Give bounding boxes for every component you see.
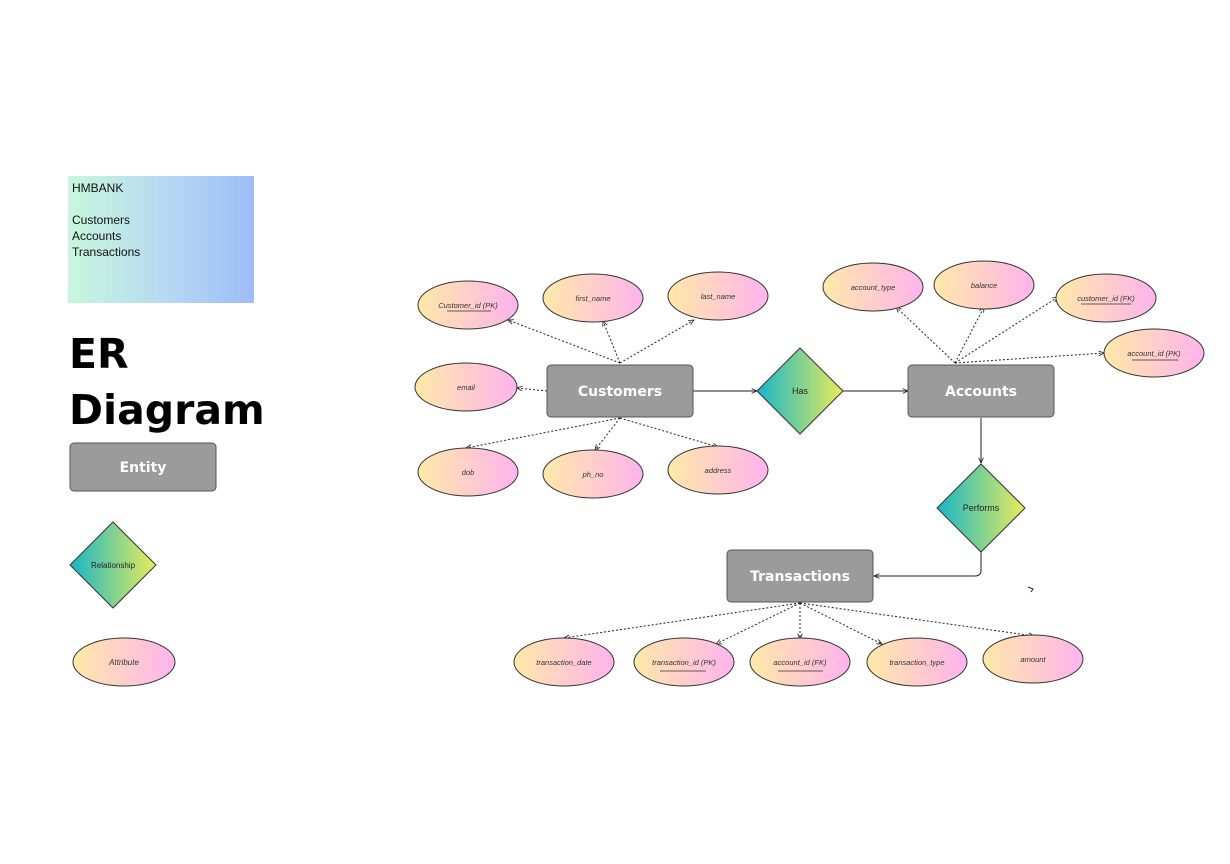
attribute-email[interactable]: email [414,362,518,412]
entity-accounts-shape [907,364,1055,418]
attribute-account-id-pk-label: account_id (PK) [1127,349,1181,358]
relationship-has-shape [756,347,844,435]
key-attribute-label: Attribute [108,658,139,667]
attribute-customer-id-label: Customer_id (PK) [438,301,498,310]
page-title-line1: ER [69,330,129,378]
attribute-first-name-shape [542,273,644,323]
relationship-has[interactable]: Has [756,347,844,435]
attribute-transaction-date-shape [513,637,615,687]
entity-customers[interactable]: Customers [546,364,694,418]
key-entity-label: Entity [120,460,167,476]
attribute-acc-customer-id[interactable]: customer_id (FK) [1055,273,1157,323]
connectors [466,297,1104,644]
attribute-email-label: email [457,383,475,392]
attribute-amount[interactable]: amount [982,634,1084,684]
attribute-balance-label: balance [971,281,997,290]
connector-account-id-pk [954,353,1104,364]
attribute-transaction-date[interactable]: transaction_date [513,637,615,687]
connector-performs-transactions [874,551,982,576]
connector-address [619,417,718,447]
attribute-ph-no-label: ph_no [582,470,604,479]
connector-acc-customer-id [954,297,1058,364]
attribute-customer-id[interactable]: Customer_id (PK) [417,280,519,330]
attribute-account-type-shape [822,262,924,312]
connector-last-name [619,320,694,364]
attribute-transaction-date-label: transaction_date [536,658,591,667]
connector-dob [466,417,621,448]
attribute-first-name-label: first_name [575,294,610,303]
attribute-tr-account-id-shape [749,637,851,687]
attribute-last-name[interactable]: last_name [667,271,769,321]
attribute-amount-label: amount [1020,655,1046,664]
attribute-transaction-type-shape [866,637,968,687]
entity-accounts-label: Accounts [945,384,1017,400]
attribute-address[interactable]: address [667,445,769,495]
attribute-account-id-pk[interactable]: account_id (PK) [1103,328,1205,378]
legend-item-accounts: Accounts [72,229,122,243]
attribute-account-type[interactable]: account_type [822,262,924,312]
entity-transactions-shape [726,549,874,603]
key-relationship-shape [69,521,157,609]
legend-heading: HMBANK [72,181,124,195]
entity-transactions-label: Transactions [750,569,850,585]
attribute-amount-shape [982,634,1084,684]
attribute-account-id-pk-shape [1103,328,1205,378]
relationship-performs-label: Performs [963,503,1000,513]
connector-account-type [896,307,956,364]
connector-balance [954,307,984,364]
attribute-transaction-id[interactable]: transaction_id (PK) [633,637,735,687]
entity-accounts[interactable]: Accounts [907,364,1055,418]
legend-box: HMBANK Customers Accounts Transactions [68,176,254,303]
attribute-balance[interactable]: balance [933,260,1035,310]
attribute-ph-no-shape [542,449,644,499]
attribute-account-type-label: account_type [851,283,896,292]
attribute-transaction-type[interactable]: transaction_type [866,637,968,687]
relationship-performs[interactable]: Performs [936,463,1026,553]
key-attribute-shape [72,637,176,687]
connector-amount [799,602,1034,636]
entity-transactions[interactable]: Transactions [726,549,874,603]
attribute-acc-customer-id-label: customer_id (FK) [1077,294,1135,303]
connector-first-name [603,321,621,364]
relationship-performs-shape [936,463,1026,553]
attribute-transaction-id-shape [633,637,735,687]
attribute-acc-customer-id-shape [1055,273,1157,323]
attribute-address-shape [667,445,769,495]
connector-customer-id [508,320,621,364]
attribute-tr-account-id-label: account_id (FK) [774,658,827,667]
stray-mark [1027,586,1034,593]
connector-transaction-date [564,602,801,638]
legend-item-transactions: Transactions [72,245,141,259]
attribute-first-name[interactable]: first_name [542,273,644,323]
connector-email [517,388,548,392]
page-title: ER Diagram [69,326,265,438]
attribute-last-name-shape [667,271,769,321]
page-title-line2: Diagram [69,386,265,434]
attribute-address-label: address [705,466,732,475]
connector-ph-no [595,417,621,450]
entity-customers-shape [546,364,694,418]
legend-item-customers: Customers [72,213,131,227]
connector-transaction-type [799,602,882,644]
connector-transaction-id [716,602,801,644]
attribute-ph-no[interactable]: ph_no [542,449,644,499]
attribute-dob-shape [417,447,519,497]
attribute-tr-account-id[interactable]: account_id (FK) [749,637,851,687]
attribute-email-shape [414,362,518,412]
attribute-last-name-label: last_name [701,292,736,301]
relationship-has-label: Has [792,386,809,396]
key-entity: Entity [69,442,217,492]
key-entity-shape [69,442,217,492]
attribute-balance-shape [933,260,1035,310]
attribute-dob-label: dob [462,468,475,477]
attribute-dob[interactable]: dob [417,447,519,497]
key-relationship: Relationship [69,521,157,609]
entity-customers-label: Customers [578,384,662,400]
attribute-transaction-type-label: transaction_type [889,658,944,667]
attribute-transaction-id-label: transaction_id (PK) [652,658,716,667]
key-attribute: Attribute [72,637,176,687]
key-relationship-label: Relationship [91,561,136,570]
attribute-customer-id-shape [417,280,519,330]
